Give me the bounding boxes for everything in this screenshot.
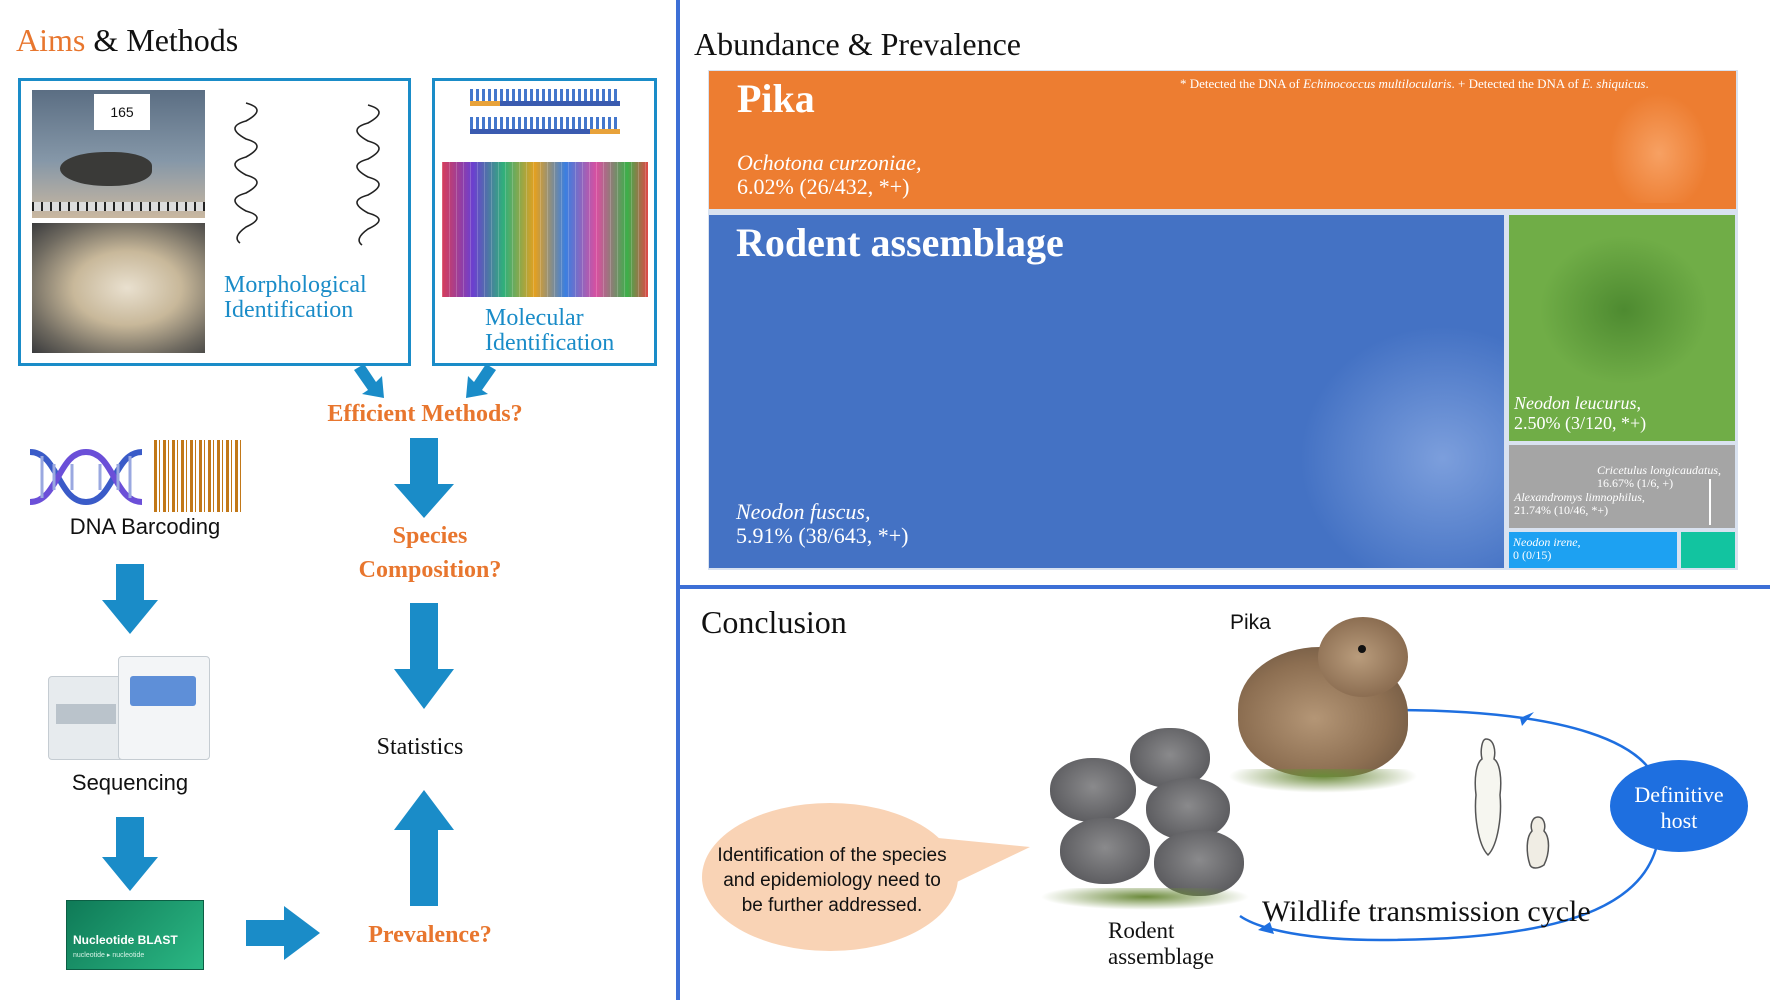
sequencing-label: Sequencing xyxy=(71,770,189,795)
specimen-body xyxy=(60,152,152,186)
morph-label: Morphological Identification xyxy=(224,273,367,323)
species-composition-line1: Species xyxy=(392,523,468,549)
rodent-group-figure xyxy=(1030,718,1260,918)
neodon-fuscus-label: Neodon fuscus, 5.91% (38/643, *+) xyxy=(736,499,909,548)
mol-label-line2: Identification xyxy=(485,330,615,356)
abundance-title: Abundance & Prevalence xyxy=(694,26,1021,62)
treemap-tile-neodon-leucurus: Neodon leucurus, 2.50% (3/120, *+) xyxy=(1509,215,1735,441)
pika-figure xyxy=(1218,597,1418,797)
arrow-down-2-icon xyxy=(394,603,454,709)
small-arrow-left-icon xyxy=(354,364,384,398)
pika-label: Pika xyxy=(1230,611,1271,634)
statistics-label: Statistics xyxy=(376,734,464,760)
morphological-identification-box: 165 Morphological Identification xyxy=(18,78,411,366)
pika-watermark xyxy=(1609,93,1709,203)
mol-label: Molecular Identification xyxy=(485,306,614,356)
alexandromys-label: Alexandromys limnophilus, 21.74% (10/46,… xyxy=(1514,490,1645,517)
treemap-tile-neodon-irene: Neodon irene, 0 (0/15) xyxy=(1509,532,1677,568)
seq-cap-1 xyxy=(500,101,620,106)
skull-photo xyxy=(32,223,205,353)
pika-species-label: Ochotona curzoniae, 6.02% (26/432, *+) xyxy=(737,150,922,199)
tooth-outline-right xyxy=(356,104,380,246)
adult-worm-icon xyxy=(1474,738,1502,857)
speech-bubble xyxy=(702,803,1030,951)
efficient-methods-question: Efficient Methods? xyxy=(327,401,523,427)
species-composition-line2: Composition? xyxy=(358,557,502,583)
cycle-label: Wildlife transmission cycle xyxy=(1262,895,1591,928)
treemap-tile-neodon-fuscus: Rodent assemblage Neodon fuscus, 5.91% (… xyxy=(709,215,1504,568)
specimen-photo: 165 xyxy=(32,90,205,218)
sequencer-machine-icon xyxy=(48,656,210,760)
species-composition-question: Species Composition? xyxy=(320,519,540,587)
cycle-arc-bottom xyxy=(1239,819,1662,942)
sequence-alignment-rows xyxy=(470,87,625,137)
seq-primer-1 xyxy=(470,101,500,106)
tapeworm-drawings xyxy=(1474,738,1550,869)
tooth-outline-left xyxy=(234,102,258,244)
rodent-label: Rodent assemblage xyxy=(1108,918,1214,970)
cycle-arrow-top-icon xyxy=(1520,712,1534,726)
larva-worm-icon xyxy=(1526,816,1550,869)
blast-logo-box: Nucleotide BLAST nucleotide ▸ nucleotide xyxy=(66,900,204,970)
arrow-down-1-icon xyxy=(394,438,454,518)
arrow-right-icon xyxy=(246,906,320,960)
arrow-down-left-1-icon xyxy=(102,564,158,634)
detection-footnote: * Detected the DNA of Echinococcus multi… xyxy=(1180,76,1649,91)
seq-row-1 xyxy=(470,89,620,101)
seq-cap-2 xyxy=(470,129,590,134)
definitive-line1: Definitive xyxy=(1634,782,1724,807)
bubble-text: Identification of the species and epidem… xyxy=(692,843,972,918)
treemap-tile-pika: Pika * Detected the DNA of Echinococcus … xyxy=(709,71,1736,209)
blast-subtitle: nucleotide ▸ nucleotide xyxy=(73,952,145,959)
small-arrows xyxy=(354,364,496,398)
molecular-identification-box: Molecular Identification xyxy=(432,78,657,366)
rodent-group-label: Rodent assemblage xyxy=(736,220,1064,265)
speech-bubble-tail xyxy=(928,837,1030,891)
mol-label-line1: Molecular xyxy=(485,305,584,331)
blast-title: Nucleotide BLAST xyxy=(73,933,178,947)
definitive-line2: host xyxy=(1660,808,1698,833)
aims-title-rest: & Methods xyxy=(85,22,239,58)
rodent-label-line1: Rodent xyxy=(1108,918,1175,943)
specimen-tag: 165 xyxy=(94,94,150,130)
small-arrow-right-icon xyxy=(466,364,496,398)
arrow-up-icon xyxy=(394,790,454,906)
treemap-tile-other xyxy=(1681,532,1735,568)
pika-group-label: Pika xyxy=(737,76,815,121)
rodent-label-line2: assemblage xyxy=(1108,944,1215,969)
arrow-down-left-2-icon xyxy=(102,817,158,891)
seq-primer-2 xyxy=(590,129,620,134)
sequence-alignment-grid xyxy=(442,162,648,297)
aims-title-accent: Aims xyxy=(16,22,86,58)
bubble-line3: be further addressed. xyxy=(741,895,923,916)
morph-label-line1: Morphological xyxy=(224,272,367,298)
panel-divider-horizontal xyxy=(676,585,1770,589)
bubble-line1: Identification of the species xyxy=(717,845,947,866)
neodon-leucurus-label: Neodon leucurus, 2.50% (3/120, *+) xyxy=(1514,393,1647,433)
morph-label-line2: Identification xyxy=(224,297,354,323)
panel-divider-vertical xyxy=(676,0,680,1000)
tooth-outline-drawings xyxy=(234,102,380,246)
cricetulus-label: Cricetulus longicaudatus, 16.67% (1/6, +… xyxy=(1597,463,1721,490)
definitive-host-ellipse: Definitive host xyxy=(1610,760,1748,852)
seq-row-2 xyxy=(470,117,620,129)
prevalence-question: Prevalence? xyxy=(368,922,492,948)
bubble-line2: and epidemiology need to xyxy=(723,870,941,891)
conclusion-title: Conclusion xyxy=(701,604,847,640)
barcode-icon xyxy=(154,440,244,512)
aims-methods-title: Aims & Methods xyxy=(16,22,238,59)
pointer-line xyxy=(1709,479,1711,525)
dna-barcoding-label: DNA Barcoding xyxy=(69,514,221,539)
neodon-irene-label: Neodon irene, 0 (0/15) xyxy=(1513,535,1581,562)
dna-helix-icon xyxy=(29,448,143,506)
treemap-tile-small-rodents: Cricetulus longicaudatus, 16.67% (1/6, +… xyxy=(1509,445,1735,528)
cycle-arrow-bottom-icon xyxy=(1258,922,1274,934)
specimen-ruler xyxy=(32,202,205,211)
rodent-watermark xyxy=(1299,325,1504,568)
treemap: Pika * Detected the DNA of Echinococcus … xyxy=(708,70,1738,570)
